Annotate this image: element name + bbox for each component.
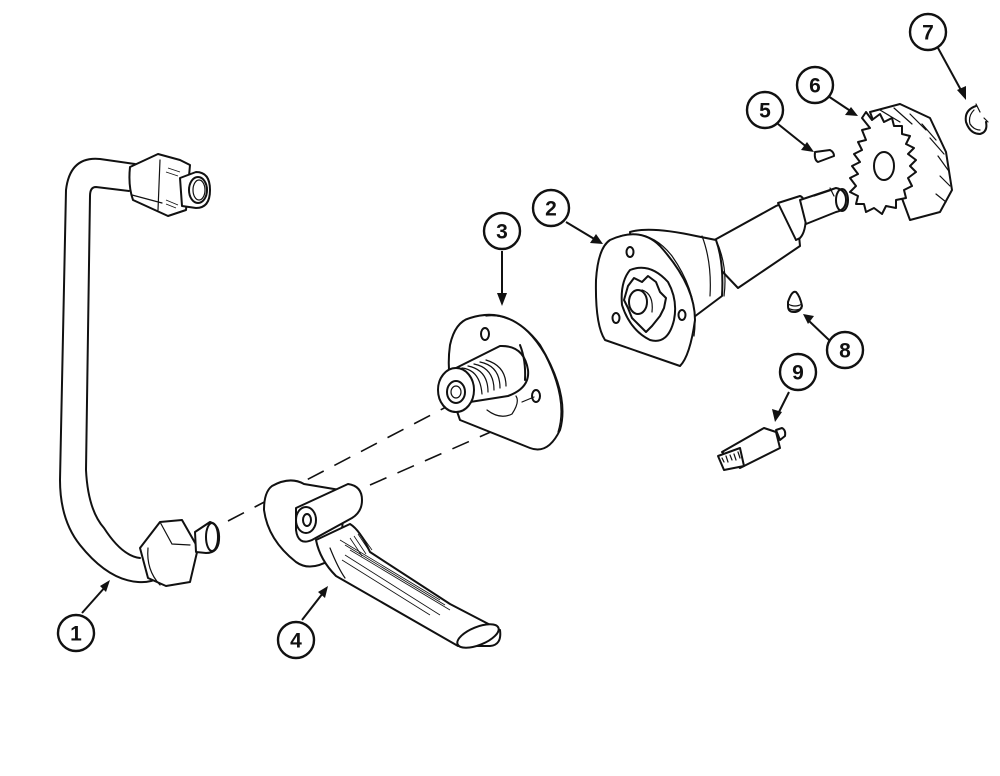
part-2-pump-body-shaft bbox=[565, 187, 849, 367]
callout-6: 6 bbox=[795, 65, 835, 105]
callout-5: 5 bbox=[745, 90, 785, 130]
callout-number-9: 9 bbox=[792, 362, 804, 385]
callout-1: 1 bbox=[56, 613, 96, 653]
part-9-sealant-tube bbox=[717, 391, 790, 471]
part-6-drive-gear bbox=[827, 95, 953, 221]
callout-7: 7 bbox=[908, 12, 948, 52]
part-7-retaining-ring bbox=[937, 47, 989, 135]
callout-number-7: 7 bbox=[922, 22, 934, 45]
callout-number-5: 5 bbox=[759, 100, 771, 123]
callout-number-3: 3 bbox=[496, 221, 508, 244]
callout-8: 8 bbox=[825, 330, 865, 370]
callout-number-1: 1 bbox=[70, 623, 82, 646]
callout-number-8: 8 bbox=[839, 340, 851, 363]
part-1-tube-assembly bbox=[59, 153, 221, 614]
part-8-plug bbox=[787, 290, 830, 341]
callout-3: 3 bbox=[482, 211, 522, 251]
part-3-flange-adapter bbox=[437, 251, 564, 451]
part-4-strainer-screen bbox=[263, 479, 502, 649]
callout-4: 4 bbox=[276, 620, 316, 660]
callout-number-6: 6 bbox=[809, 75, 821, 98]
callout-number-2: 2 bbox=[545, 198, 557, 221]
callout-9: 9 bbox=[778, 352, 818, 392]
part-5-woodruff-key bbox=[777, 123, 835, 163]
callout-number-4: 4 bbox=[290, 630, 302, 653]
callout-2: 2 bbox=[531, 188, 571, 228]
